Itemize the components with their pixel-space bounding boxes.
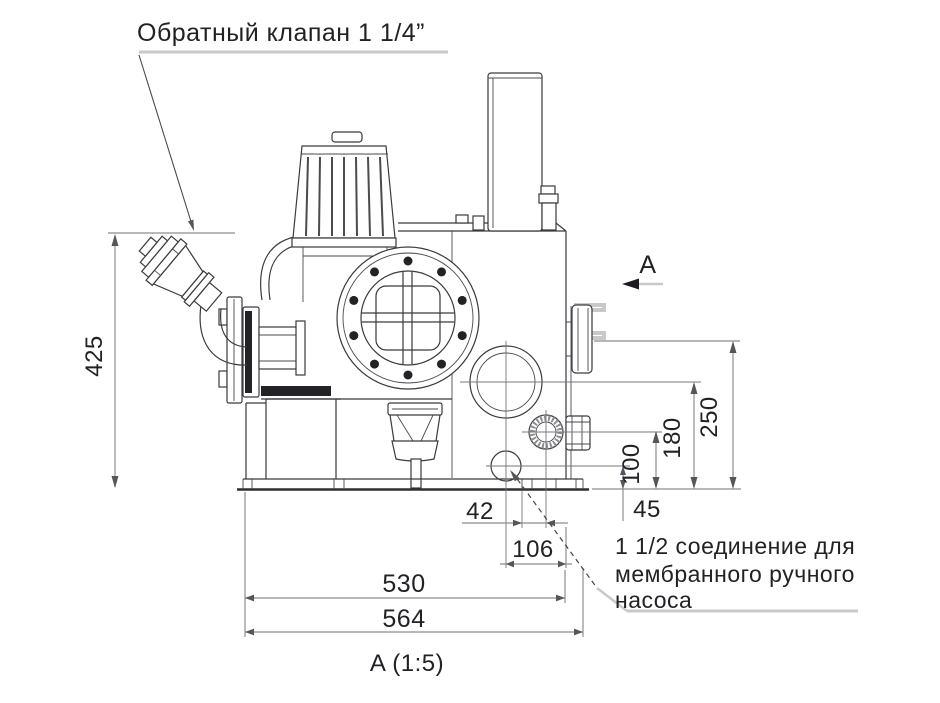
base-plate (237, 478, 589, 491)
hand-pump-note-line2: мембранного ручного (615, 561, 855, 587)
flange-bolts (349, 256, 467, 380)
check-valve-label: Обратный клапан 1 1/4” (137, 19, 425, 47)
dim-180: 180 (659, 417, 686, 459)
discharge-stub-upper (566, 303, 606, 374)
check-valve-leader (138, 50, 448, 231)
dimension-lines (108, 232, 741, 637)
inlet-flange-assembly (218, 296, 341, 404)
strainer-funnel (387, 402, 443, 489)
dim-100: 100 (618, 443, 645, 485)
centerlines (460, 341, 701, 568)
check-valve (138, 235, 223, 313)
dim-530: 530 (382, 570, 425, 598)
section-marker-label: A (639, 251, 656, 279)
dim-425: 425 (81, 335, 108, 377)
dim-250: 250 (696, 396, 723, 438)
discharge-duct (487, 72, 559, 232)
pump-volute-flange (336, 246, 480, 390)
hand-pump-note-line3: насоса (615, 587, 692, 613)
hand-pump-note-line1: 1 1/2 соединение для (615, 533, 855, 559)
discharge-stub-lower (565, 415, 591, 451)
elbow-pipe (199, 304, 248, 366)
section-view-marker (622, 278, 663, 290)
dim-42: 42 (466, 498, 494, 525)
dim-45: 45 (633, 496, 661, 523)
dim-106: 106 (512, 536, 554, 563)
hand-pump-leader (510, 470, 858, 613)
dim-564: 564 (382, 605, 425, 633)
section-caption: A (1:5) (370, 650, 444, 677)
motor (291, 131, 397, 302)
